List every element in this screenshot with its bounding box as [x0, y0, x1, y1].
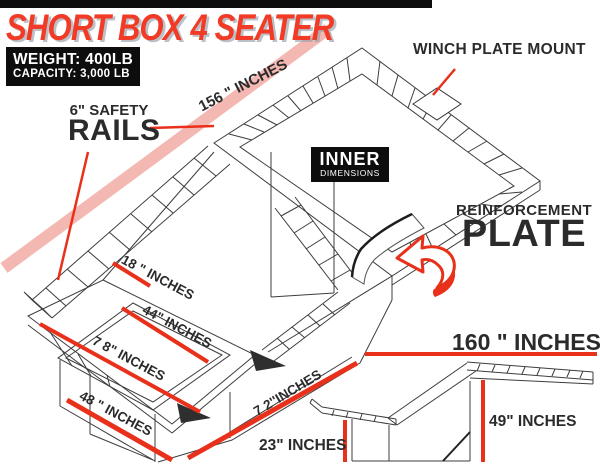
dim-line-44: [120, 306, 210, 364]
red-arrow-icon: [395, 234, 456, 297]
winch-plate-shape: [412, 87, 462, 121]
deck-rungs-right: [376, 60, 523, 176]
gusset-wedge: [250, 350, 286, 371]
page-title: SHORT BOX 4 SEATER: [6, 7, 334, 48]
dim-line-18: [111, 261, 152, 288]
spec-panel: WEIGHT: 400LB CAPACITY: 3,000 LB: [6, 47, 141, 87]
dim-line-78: [39, 322, 201, 414]
mid-ladder-rails: [261, 196, 357, 362]
dim-line-48: [65, 397, 174, 463]
pink-stripe: [0, 24, 332, 273]
dim-line-72: [186, 360, 359, 461]
label-reinforcement-plate: REINFORCEMENT PLATE: [455, 202, 593, 255]
ramp-rails: [23, 145, 231, 319]
spec-capacity: CAPACITY: 3,000 LB: [13, 68, 130, 81]
spec-weight: WEIGHT: 400LB: [13, 51, 134, 68]
label-dim-160: 160 " INCHES: [452, 329, 600, 355]
ramp-rungs: [45, 157, 217, 307]
label-dim-23: 23" INCHES: [259, 437, 347, 454]
leader-safety-rails-2: [56, 151, 90, 281]
deck-inner-rim: [239, 73, 515, 253]
label-safety-rails: 6" SAFETY RAILS: [68, 102, 161, 147]
label-winch-plate-mount: WINCH PLATE MOUNT: [413, 41, 586, 58]
label-dim-49: 49" INCHES: [489, 413, 577, 430]
box-legs: [59, 360, 231, 462]
box-outer-rim: [27, 279, 256, 425]
deck-rungs-left: [228, 57, 351, 141]
leader-winch: [432, 68, 456, 96]
top-bar: [0, 0, 432, 8]
inner-dimensions-badge: INNER DIMENSIONS: [311, 147, 389, 182]
gusset-wedge: [177, 403, 211, 423]
side-view-illustration: [309, 361, 594, 462]
box-opening: [57, 302, 231, 411]
leader-safety-rails-1: [149, 124, 215, 130]
